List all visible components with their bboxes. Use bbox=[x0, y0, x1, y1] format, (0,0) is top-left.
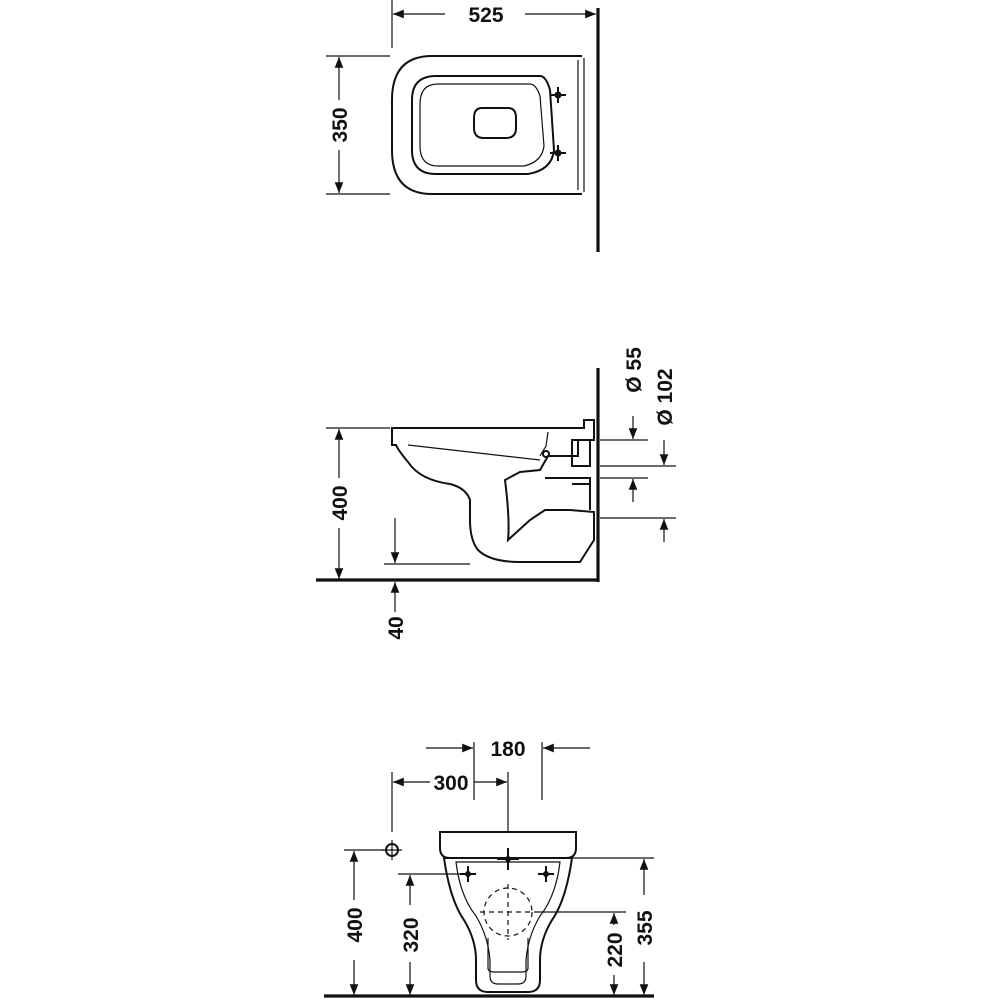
top-view-outlet bbox=[473, 107, 517, 139]
front-view-bowl-outline bbox=[442, 857, 574, 993]
dim-300-label: 300 bbox=[433, 772, 468, 795]
dim-220-label: 220 bbox=[604, 932, 627, 967]
dim-180-label: 180 bbox=[490, 738, 525, 761]
side-view-trap bbox=[545, 439, 591, 510]
dim-525-label: 525 bbox=[468, 4, 503, 27]
side-view-inlet-marker bbox=[542, 450, 550, 458]
front-view-fixing-left bbox=[460, 866, 476, 882]
dim-400-side-label: 400 bbox=[329, 485, 352, 520]
top-view-fixing-point-bottom bbox=[550, 145, 566, 161]
dim-320-label: 320 bbox=[400, 917, 423, 952]
front-view-bowl-inner bbox=[455, 861, 561, 985]
side-view-inner-line bbox=[407, 431, 549, 461]
dim-55-label: Ø 55 bbox=[623, 347, 646, 393]
dim-40-label: 40 bbox=[385, 616, 408, 639]
dim-102-label: Ø 102 bbox=[654, 368, 677, 425]
front-view-trap-inner bbox=[487, 938, 529, 973]
dim-350-label: 350 bbox=[329, 107, 352, 142]
front-view: 180 300 400 320 355 220 bbox=[324, 738, 657, 998]
front-view-offset-marker bbox=[382, 840, 402, 860]
dim-400-front-label: 400 bbox=[344, 907, 367, 942]
side-view: 400 40 Ø 55 Ø 102 bbox=[316, 347, 677, 640]
top-view: 525 350 bbox=[326, 0, 600, 252]
top-view-inner-bowl bbox=[411, 75, 556, 175]
front-view-fixing-right bbox=[538, 866, 554, 882]
dim-355-label: 355 bbox=[634, 910, 657, 945]
side-view-bowl-profile bbox=[391, 419, 595, 563]
top-view-bowl-outline bbox=[391, 55, 582, 195]
top-view-inner-rim bbox=[419, 83, 545, 167]
top-view-fixing-point-top bbox=[550, 87, 566, 103]
front-view-inlet-mark bbox=[497, 848, 519, 870]
